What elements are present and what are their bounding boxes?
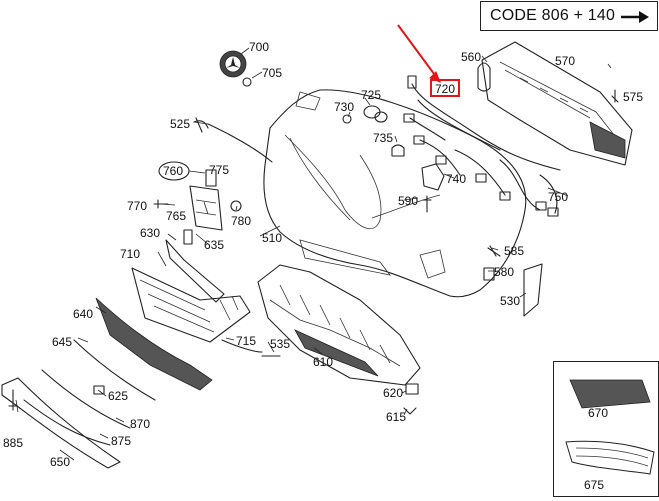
part-700-emblem — [219, 50, 247, 78]
label-725: 725 — [361, 88, 381, 102]
label-780: 780 — [231, 214, 251, 228]
code-label: CODE 806 + 140 — [490, 7, 616, 24]
label-610: 610 — [313, 355, 333, 369]
part-570-upper-frame — [481, 41, 633, 166]
label-650: 650 — [50, 455, 70, 469]
part-650-spoiler — [1, 377, 121, 469]
part-780-nut — [230, 200, 242, 212]
label-615: 615 — [386, 410, 406, 424]
part-870-trim — [41, 369, 131, 429]
label-635: 635 — [204, 238, 224, 252]
label-560: 560 — [461, 50, 481, 64]
part-525-clip — [193, 117, 209, 133]
part-510-bumper-cover — [263, 89, 527, 298]
part-575-screw — [611, 89, 619, 103]
inset-drawing: 670 675 — [565, 379, 655, 492]
label-535: 535 — [270, 337, 290, 351]
label-645: 645 — [52, 335, 72, 349]
label-775: 775 — [209, 163, 229, 177]
part-635-clip — [183, 229, 193, 245]
part-875-trim — [23, 399, 111, 446]
part-640-grille-mesh — [95, 297, 213, 391]
label-585: 585 — [504, 244, 524, 258]
label-705: 705 — [262, 66, 282, 80]
label-875: 875 — [111, 434, 131, 448]
part-580-clip — [483, 267, 495, 281]
part-560-bracket — [477, 62, 491, 92]
label-570: 570 — [555, 54, 575, 68]
part-625-clip — [93, 385, 105, 395]
part-705-clip — [242, 77, 252, 87]
label-625: 625 — [108, 389, 128, 403]
label-715: 715 — [236, 334, 256, 348]
label-620: 620 — [383, 386, 403, 400]
part-735-sensor — [391, 144, 405, 157]
label-630: 630 — [140, 226, 160, 240]
label-710: 710 — [120, 247, 140, 261]
highlight-box-720 — [430, 79, 460, 97]
part-615-screw — [403, 407, 417, 415]
label-750: 750 — [548, 190, 568, 204]
part-530-bracket — [523, 263, 543, 317]
part-710-lower-grille — [131, 267, 251, 343]
inset-panel: 670 675 — [553, 361, 659, 497]
part-620-clip — [405, 383, 419, 395]
code-header-box: CODE 806 + 140 — [480, 1, 658, 31]
label-700: 700 — [249, 40, 269, 54]
label-720: 720 — [435, 82, 455, 96]
part-670-grille — [569, 379, 651, 409]
part-765-plate-bracket — [189, 169, 223, 231]
label-770: 770 — [127, 199, 147, 213]
part-525-strip — [207, 123, 273, 163]
label-580: 580 — [494, 265, 514, 279]
label-735: 735 — [373, 131, 393, 145]
label-670: 670 — [588, 406, 608, 420]
part-645-trim — [73, 339, 156, 401]
part-885-screw — [8, 389, 18, 411]
label-640: 640 — [73, 307, 93, 321]
label-740: 740 — [446, 172, 466, 186]
label-730: 730 — [334, 100, 354, 114]
label-575: 575 — [623, 90, 643, 104]
part-675-trim — [565, 440, 655, 475]
label-510: 510 — [262, 231, 282, 245]
part-730-725-sensors — [342, 105, 388, 124]
label-765: 765 — [166, 209, 186, 223]
label-870: 870 — [130, 417, 150, 431]
label-885: 885 — [3, 436, 23, 450]
label-525: 525 — [170, 117, 190, 131]
right-arrow-icon — [621, 11, 649, 23]
highlight-pointer — [397, 24, 441, 83]
part-585-screw — [487, 245, 501, 257]
part-715-strip — [221, 339, 263, 353]
part-610-air-deflector — [257, 264, 421, 386]
label-675: 675 — [584, 478, 604, 492]
label-760: 760 — [163, 164, 183, 178]
part-720-wiring-harness — [403, 75, 561, 217]
label-530: 530 — [500, 294, 520, 308]
label-590: 590 — [398, 194, 418, 208]
part-740-bracket — [421, 163, 445, 191]
